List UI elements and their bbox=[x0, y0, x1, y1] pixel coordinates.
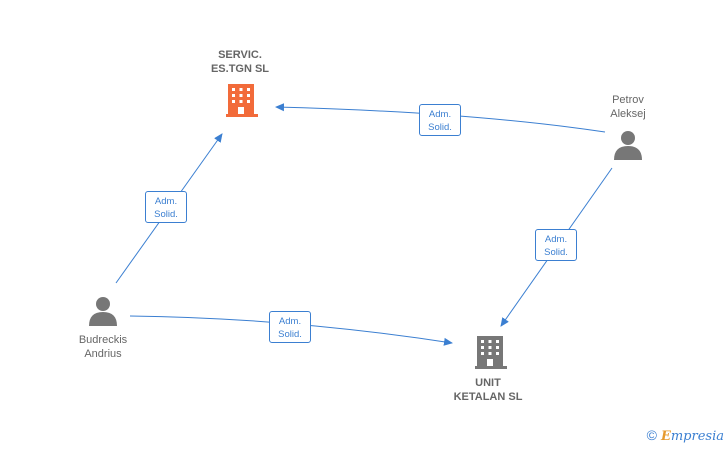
person-icon[interactable] bbox=[614, 131, 642, 160]
role-line: Solid. bbox=[428, 122, 452, 133]
brand-name: mpresia bbox=[670, 429, 724, 444]
edge-role-badge: Adm. Solid. bbox=[145, 191, 187, 223]
copyright-icon: © bbox=[646, 427, 657, 443]
node-label-petrov[interactable]: Petrov Aleksej bbox=[588, 93, 668, 121]
role-line: Adm. bbox=[428, 109, 452, 120]
brand-watermark: ©Empresia bbox=[647, 427, 724, 444]
building-icon[interactable] bbox=[475, 336, 507, 369]
node-label-budreckis[interactable]: Budreckis Andrius bbox=[58, 333, 148, 361]
edge-role-badge: Adm. Solid. bbox=[269, 311, 311, 343]
role-line: Adm. bbox=[278, 316, 302, 327]
edge-role-badge: Adm. Solid. bbox=[419, 104, 461, 136]
node-label-line: UNIT bbox=[475, 377, 501, 389]
role-line: Adm. bbox=[544, 234, 568, 245]
node-label-line: ES.TGN SL bbox=[210, 63, 270, 75]
node-label-line: KETALAN SL bbox=[453, 391, 523, 403]
edge-role-badge: Adm. Solid. bbox=[535, 229, 577, 261]
node-label-line: Andrius bbox=[84, 348, 122, 360]
role-line: Solid. bbox=[278, 329, 302, 340]
person-icon[interactable] bbox=[89, 297, 117, 326]
node-label-line: Petrov bbox=[612, 94, 644, 106]
node-label-unit[interactable]: UNIT KETALAN SL bbox=[438, 376, 538, 404]
node-label-line: Aleksej bbox=[610, 108, 646, 120]
building-icon[interactable] bbox=[226, 84, 258, 117]
role-line: Solid. bbox=[154, 209, 178, 220]
node-label-servic[interactable]: SERVIC. ES.TGN SL bbox=[190, 48, 290, 76]
role-line: Solid. bbox=[544, 247, 568, 258]
role-line: Adm. bbox=[154, 196, 178, 207]
node-label-line: Budreckis bbox=[78, 334, 128, 346]
node-label-line: SERVIC. bbox=[218, 49, 262, 61]
brand-logo-letter: E bbox=[660, 429, 671, 444]
